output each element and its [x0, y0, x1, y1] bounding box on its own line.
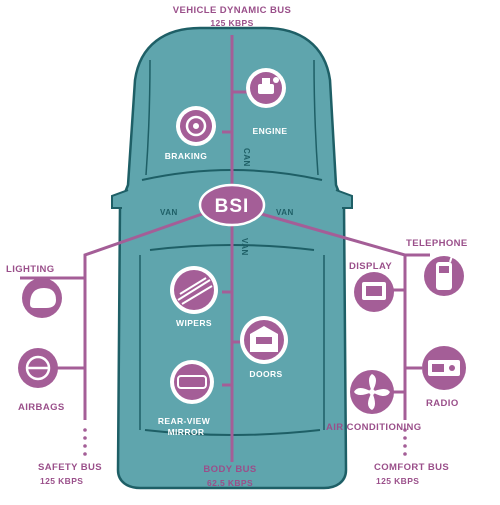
van-right-tag: VAN: [276, 208, 294, 217]
display-module: DISPLAY: [349, 261, 394, 312]
body-bus-name: BODY BUS: [203, 464, 256, 475]
airbags-module: AIRBAGS: [18, 348, 65, 413]
doors-module: DOORS: [240, 316, 288, 379]
engine-icon: [258, 77, 279, 94]
bsi-hub: BSI: [198, 183, 266, 227]
hood-line-right: [313, 59, 319, 176]
vehicle-dynamic-bus-name: VEHICLE DYNAMIC BUS: [173, 5, 291, 16]
mirror-icon: [177, 375, 207, 389]
doors-label: DOORS: [249, 369, 282, 379]
display-label: DISPLAY: [349, 261, 392, 272]
lighting-label: LIGHTING: [6, 264, 55, 275]
body-bus-speed: 62.5 KBPS: [207, 478, 253, 488]
van-left-tag: VAN: [160, 208, 178, 217]
safety-bus-line: [83, 211, 206, 420]
bsi-label: BSI: [215, 196, 250, 217]
engine-module: ENGINE: [246, 68, 288, 136]
mirror-left: [111, 189, 129, 209]
telephone-label: TELEPHONE: [406, 238, 468, 249]
phone-icon: [436, 255, 453, 290]
airbags-label: AIRBAGS: [18, 402, 65, 413]
rear-view-label: REAR-VIEW: [158, 416, 211, 426]
fan-icon: [354, 374, 390, 410]
comfort-bus-name: COMFORT BUS: [374, 462, 449, 473]
engine-label: ENGINE: [253, 126, 288, 136]
braking-label: BRAKING: [165, 151, 207, 161]
brake-disc-icon: [185, 115, 207, 137]
safety-bus-name: SAFETY BUS: [38, 462, 102, 473]
mirror-right: [335, 189, 353, 209]
van-center-tag: VAN: [240, 238, 249, 256]
vehicle-dynamic-bus-speed: 125 KBPS: [210, 18, 253, 28]
screen-icon: [362, 282, 386, 300]
radio-module: RADIO: [422, 346, 466, 409]
steering-wheel-icon: [25, 355, 51, 381]
door-icon: [250, 326, 278, 352]
bus-continuations: [83, 428, 407, 456]
comfort-bus-speed: 125 KBPS: [376, 476, 419, 486]
wipers-module: WIPERS: [170, 266, 218, 328]
safety-bus-speed: 125 KBPS: [40, 476, 83, 486]
mirror-label: MIRROR: [168, 427, 205, 437]
air-conditioning-label: AIR CONDITIONING: [326, 422, 422, 433]
air-conditioning-module: AIR CONDITIONING: [326, 370, 422, 433]
headlight-icon: [30, 288, 56, 308]
lighting-module: LIGHTING: [6, 264, 62, 318]
braking-module: BRAKING: [165, 106, 216, 161]
telephone-module: TELEPHONE: [406, 238, 468, 296]
radio-label: RADIO: [426, 398, 459, 409]
radio-icon: [428, 360, 460, 376]
wipers-label: WIPERS: [176, 318, 212, 328]
can-tag: CAN: [242, 148, 251, 167]
rear-view-mirror-module: REAR-VIEW MIRROR: [158, 360, 214, 437]
hood-line-left: [145, 59, 151, 176]
wiper-icon: [177, 277, 213, 305]
